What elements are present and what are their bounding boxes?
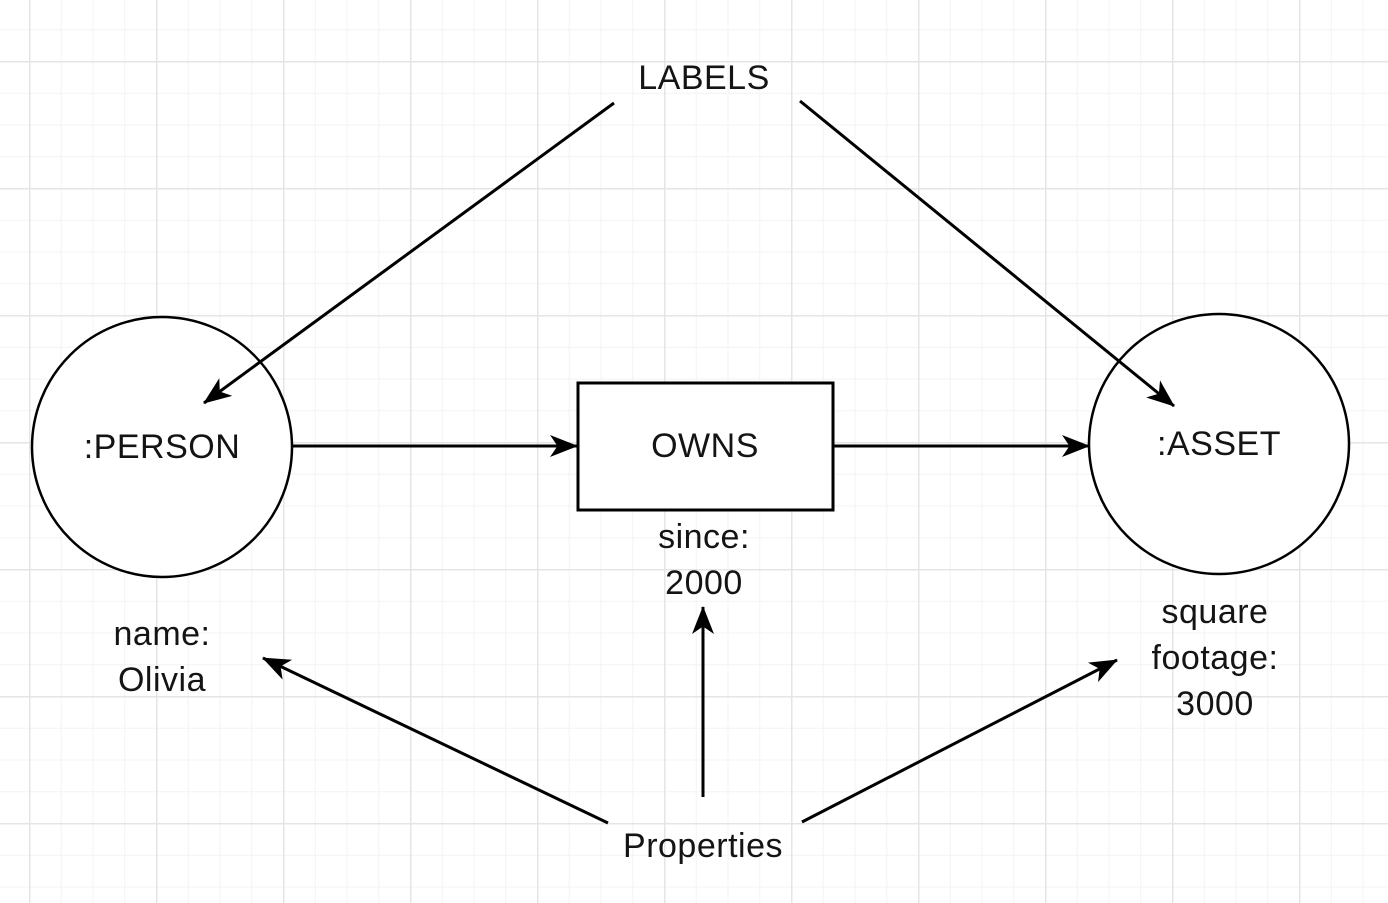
person-node-label: :PERSON [83,428,241,466]
since-property-line-2: 2000 [665,564,743,602]
owns-relationship-label: OWNS [651,427,759,465]
properties-arrow-to-square-footage [801,658,1118,824]
name-property-line-1: name: [113,615,211,653]
square-footage-property-label: square footage: 3000 [1152,589,1279,727]
properties-annotation: Properties [623,827,783,865]
labels-annotation: LABELS [638,59,770,97]
square-footage-property-line-1: square [1161,593,1269,631]
name-property-line-2: Olivia [117,661,207,699]
square-footage-property-line-3: 3000 [1176,685,1254,723]
name-property-label: name: Olivia [114,611,211,703]
owns-relationship-box [576,381,835,512]
since-property-line-1: since: [658,518,750,556]
properties-arrow-to-name [262,656,609,825]
asset-node-label: :ASSET [1157,425,1281,463]
labels-arrow-to-asset [799,99,1175,408]
labels-arrow-to-person [203,101,615,405]
since-property-label: since: 2000 [658,514,750,606]
square-footage-property-line-2: footage: [1151,639,1279,677]
